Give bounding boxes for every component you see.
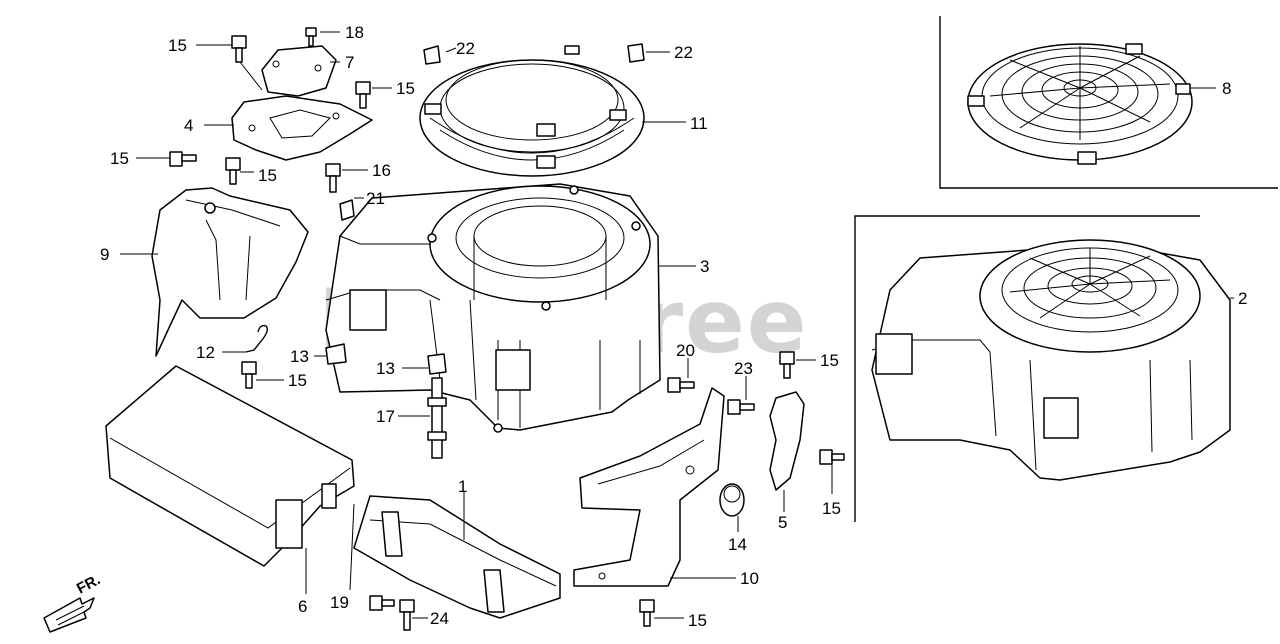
callout-11: 11 bbox=[690, 114, 708, 133]
callout-14: 14 bbox=[728, 535, 747, 554]
callout-6: 6 bbox=[298, 597, 307, 616]
wire-clip bbox=[245, 324, 269, 353]
callout-15: 15 bbox=[288, 371, 307, 390]
side-baffle bbox=[573, 387, 725, 587]
callout-15: 15 bbox=[258, 166, 277, 185]
callout-8: 8 bbox=[1222, 79, 1231, 98]
control-bracket bbox=[231, 95, 373, 161]
nut-13a bbox=[325, 343, 347, 365]
callout-13: 13 bbox=[376, 359, 395, 378]
bolt-24 bbox=[399, 599, 415, 631]
callout-22: 22 bbox=[456, 39, 475, 58]
callout-23: 23 bbox=[734, 359, 753, 378]
callout-15: 15 bbox=[110, 149, 129, 168]
callout-21: 21 bbox=[366, 189, 385, 208]
callout-15: 15 bbox=[688, 611, 707, 630]
callout-labels: 15 18 7 15 4 15 15 16 21 22 22 11 8 3 2 … bbox=[100, 23, 1247, 630]
callout-17: 17 bbox=[376, 407, 395, 426]
callout-4: 4 bbox=[184, 116, 193, 135]
bolt-15-shroud bbox=[241, 361, 257, 389]
callout-16: 16 bbox=[372, 161, 391, 180]
fan-housing bbox=[325, 183, 661, 433]
fan-screen-grille bbox=[967, 43, 1193, 165]
bolt-15-plate bbox=[355, 81, 371, 109]
stud bbox=[427, 377, 447, 459]
clip-21 bbox=[339, 199, 355, 221]
callout-20: 20 bbox=[676, 341, 695, 360]
bolt-15-right-top bbox=[779, 351, 795, 379]
callout-2: 2 bbox=[1238, 289, 1247, 308]
callout-15: 15 bbox=[820, 351, 839, 370]
bolt-15-mid bbox=[225, 157, 241, 185]
nut-13b bbox=[427, 353, 447, 375]
callout-15: 15 bbox=[168, 36, 187, 55]
grommet bbox=[719, 483, 745, 517]
callout-3: 3 bbox=[700, 257, 709, 276]
callout-19: 19 bbox=[330, 593, 349, 612]
bolt-15-right-low bbox=[819, 449, 845, 465]
fan-cover-ring bbox=[419, 45, 645, 177]
front-direction-label: FR. bbox=[74, 571, 103, 597]
nut-22b bbox=[627, 43, 645, 63]
inset-frame-bottom bbox=[854, 215, 1200, 522]
callout-15: 15 bbox=[396, 79, 415, 98]
cylinder-shroud bbox=[151, 187, 309, 357]
inset-frame-top bbox=[939, 16, 1278, 189]
bolt-16 bbox=[325, 163, 341, 193]
callout-24: 24 bbox=[430, 609, 449, 628]
air-cleaner-cover bbox=[105, 365, 355, 567]
lower-baffle bbox=[353, 495, 561, 619]
callout-13: 13 bbox=[290, 347, 309, 366]
callout-18: 18 bbox=[345, 23, 364, 42]
guide bbox=[769, 391, 805, 491]
bolt-20 bbox=[667, 377, 695, 393]
bolt-19 bbox=[369, 595, 395, 611]
callout-22: 22 bbox=[674, 43, 693, 62]
bolt-23 bbox=[727, 399, 755, 415]
fan-housing-assembly bbox=[871, 239, 1231, 481]
front-direction-arrow: FR. bbox=[43, 571, 103, 633]
bolt-15-top bbox=[231, 35, 247, 63]
plate bbox=[261, 45, 337, 97]
bolt-15-bottom bbox=[639, 599, 655, 627]
bolt-18 bbox=[305, 27, 317, 47]
callout-15: 15 bbox=[822, 499, 841, 518]
callout-7: 7 bbox=[345, 53, 354, 72]
callout-9: 9 bbox=[100, 245, 109, 264]
callout-5: 5 bbox=[778, 513, 787, 532]
callout-1: 1 bbox=[458, 477, 467, 496]
bolt-15-left bbox=[169, 151, 197, 167]
callout-12: 12 bbox=[196, 343, 215, 362]
callout-10: 10 bbox=[740, 569, 759, 588]
leader-lines bbox=[120, 31, 1234, 619]
nut-22a bbox=[423, 45, 441, 65]
